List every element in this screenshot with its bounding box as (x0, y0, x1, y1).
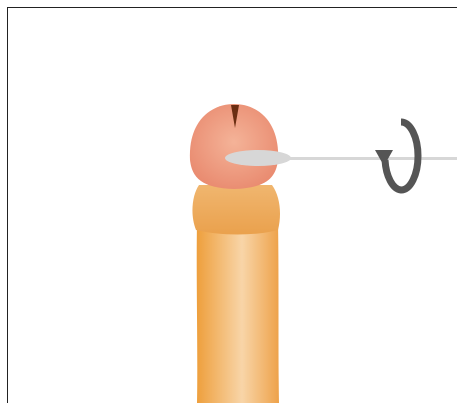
foreskin-collar (192, 185, 280, 235)
swab-icon (225, 150, 457, 166)
rotate-arrow-icon (375, 122, 418, 190)
penis-shaft (197, 222, 279, 403)
swab-stick (275, 157, 457, 160)
rotate-arrow-ring (385, 122, 418, 190)
swab-tip (225, 150, 291, 166)
